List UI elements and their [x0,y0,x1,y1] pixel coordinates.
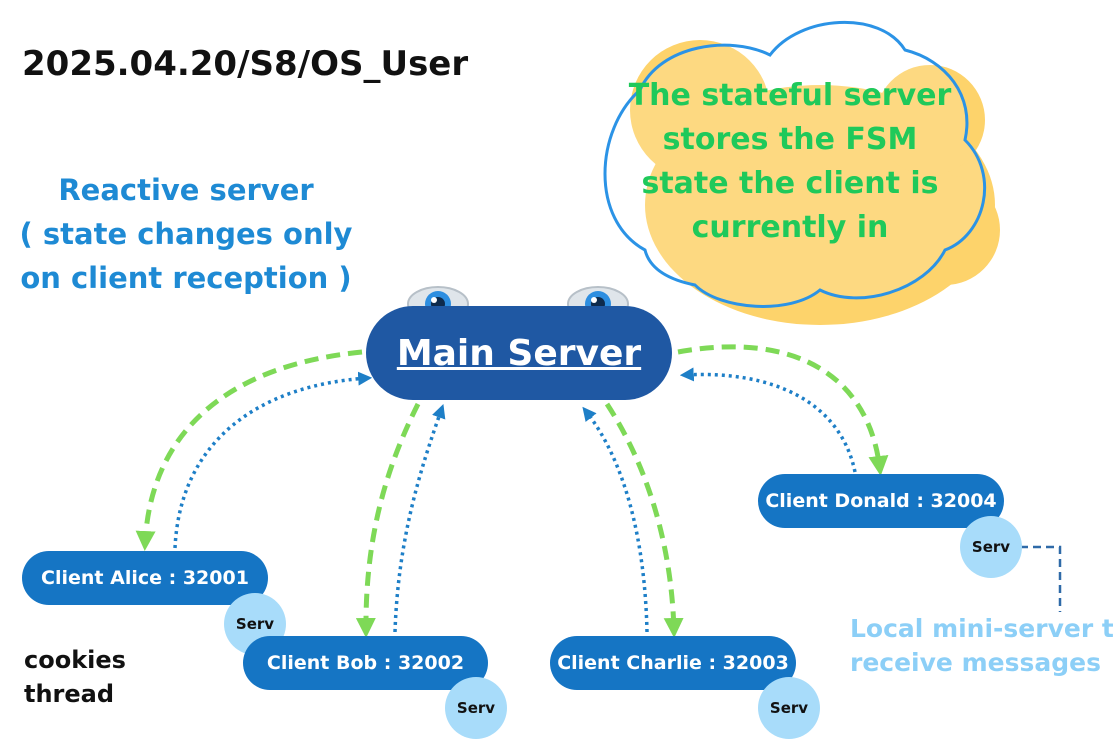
cloud-note-line: state the client is [641,166,939,201]
local-note-line: Local mini-server to [850,614,1113,643]
local-note-line: receive messages [850,648,1101,677]
reactive-note-line: on client reception ) [20,261,352,295]
client-alice-node: Client Alice : 32001 [22,551,268,605]
local-server-connector [1020,545,1062,612]
arrow-server-to-bob [355,402,421,638]
cookies-thread-note: cookies thread [24,643,126,711]
reactive-server-note: Reactive server ( state changes only on … [0,168,372,300]
reactive-note-line: Reactive server [58,173,314,207]
stateful-server-note: The stateful server stores the FSM state… [612,74,968,250]
arrow-bob-to-server [393,404,446,633]
client-donald-node: Client Donald : 32004 [758,474,1004,528]
client-charlie-node: Client Charlie : 32003 [550,636,796,690]
client-bob-node: Client Bob : 32002 [243,636,488,690]
donald-serv-node: Serv [960,516,1022,578]
bob-serv-node: Serv [445,677,507,739]
arrow-charlie-to-server [582,406,649,633]
arrow-server-to-donald [677,344,889,476]
local-mini-server-note: Local mini-server to receive messages [850,612,1113,680]
arrow-alice-to-server [173,371,373,549]
cloud-note-line: currently in [691,210,889,245]
side-note-line: cookies [24,646,126,674]
thought-cloud [603,21,1000,325]
reactive-note-line: ( state changes only [19,217,353,251]
arrow-server-to-charlie [604,402,684,638]
cloud-note-line: stores the FSM [662,122,918,157]
arrow-donald-to-server [679,367,857,473]
cloud-note-line: The stateful server [628,78,952,113]
charlie-serv-node: Serv [758,677,820,739]
arrow-server-to-alice [135,349,363,551]
page-title: 2025.04.20/S8/OS_User [22,44,469,84]
side-note-line: thread [24,680,115,708]
main-server-node: Main Server [366,306,672,400]
